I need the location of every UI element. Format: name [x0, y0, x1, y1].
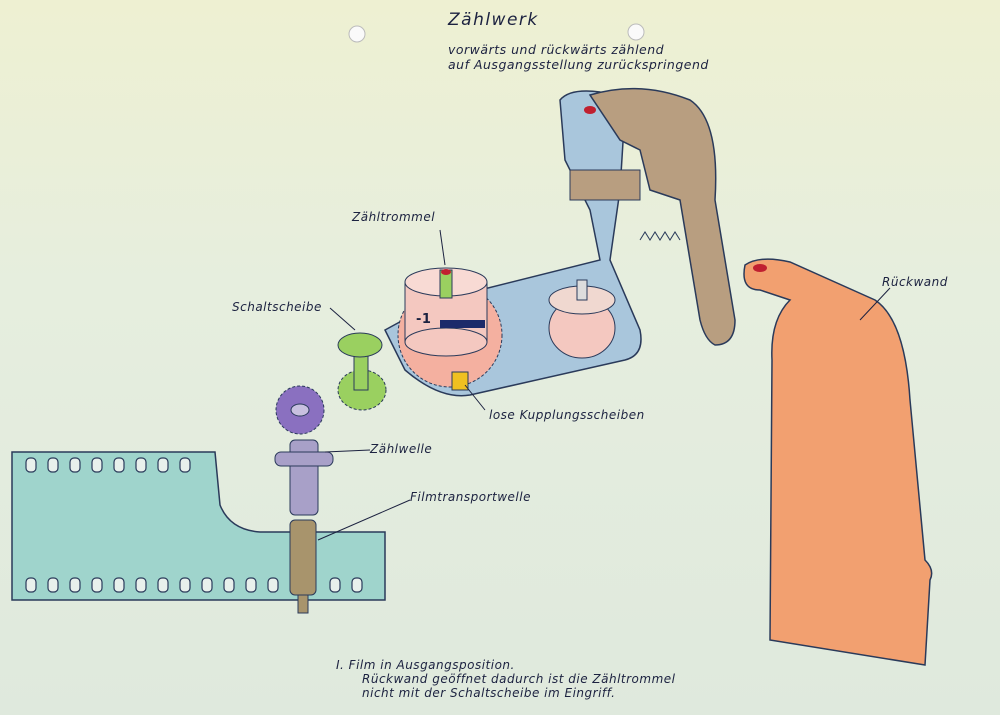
note-line: I. Film in Ausgangsposition. — [336, 658, 515, 672]
film-strip — [11, 451, 386, 601]
label-counter-shaft: Zählwelle — [370, 442, 433, 456]
clutch-discs — [451, 371, 469, 391]
punch-hole — [627, 23, 645, 41]
subtitle-line: auf Ausgangsstellung zurückspringend — [448, 57, 709, 72]
spring — [639, 231, 681, 241]
label-film-transport-shaft: Filmtransportwelle — [410, 490, 531, 504]
switch-disc — [337, 332, 383, 358]
title: Zählwerk — [448, 10, 539, 30]
label-back-wall: Rückwand — [882, 275, 948, 289]
lever — [588, 87, 736, 346]
label-clutch-discs: lose Kupplungsscheiben — [489, 408, 645, 422]
label-counter-drum: Zähltrommel — [352, 210, 436, 224]
film-transport-shaft — [289, 519, 317, 596]
leader-lines — [317, 229, 891, 541]
note-line: Rückwand geöffnet dadurch ist die Zähltr… — [362, 672, 676, 686]
note-line: nicht mit der Schaltscheibe im Eingriff. — [362, 686, 616, 700]
punch-hole — [348, 25, 366, 43]
label-switch-disc: Schaltscheibe — [232, 300, 322, 314]
counter-shaft — [289, 439, 319, 516]
film-perforations — [25, 457, 363, 593]
subtitle-line: vorwärts und rückwärts zählend — [448, 42, 665, 57]
back-wall — [743, 258, 933, 666]
drum-digit: -1 — [416, 312, 432, 327]
